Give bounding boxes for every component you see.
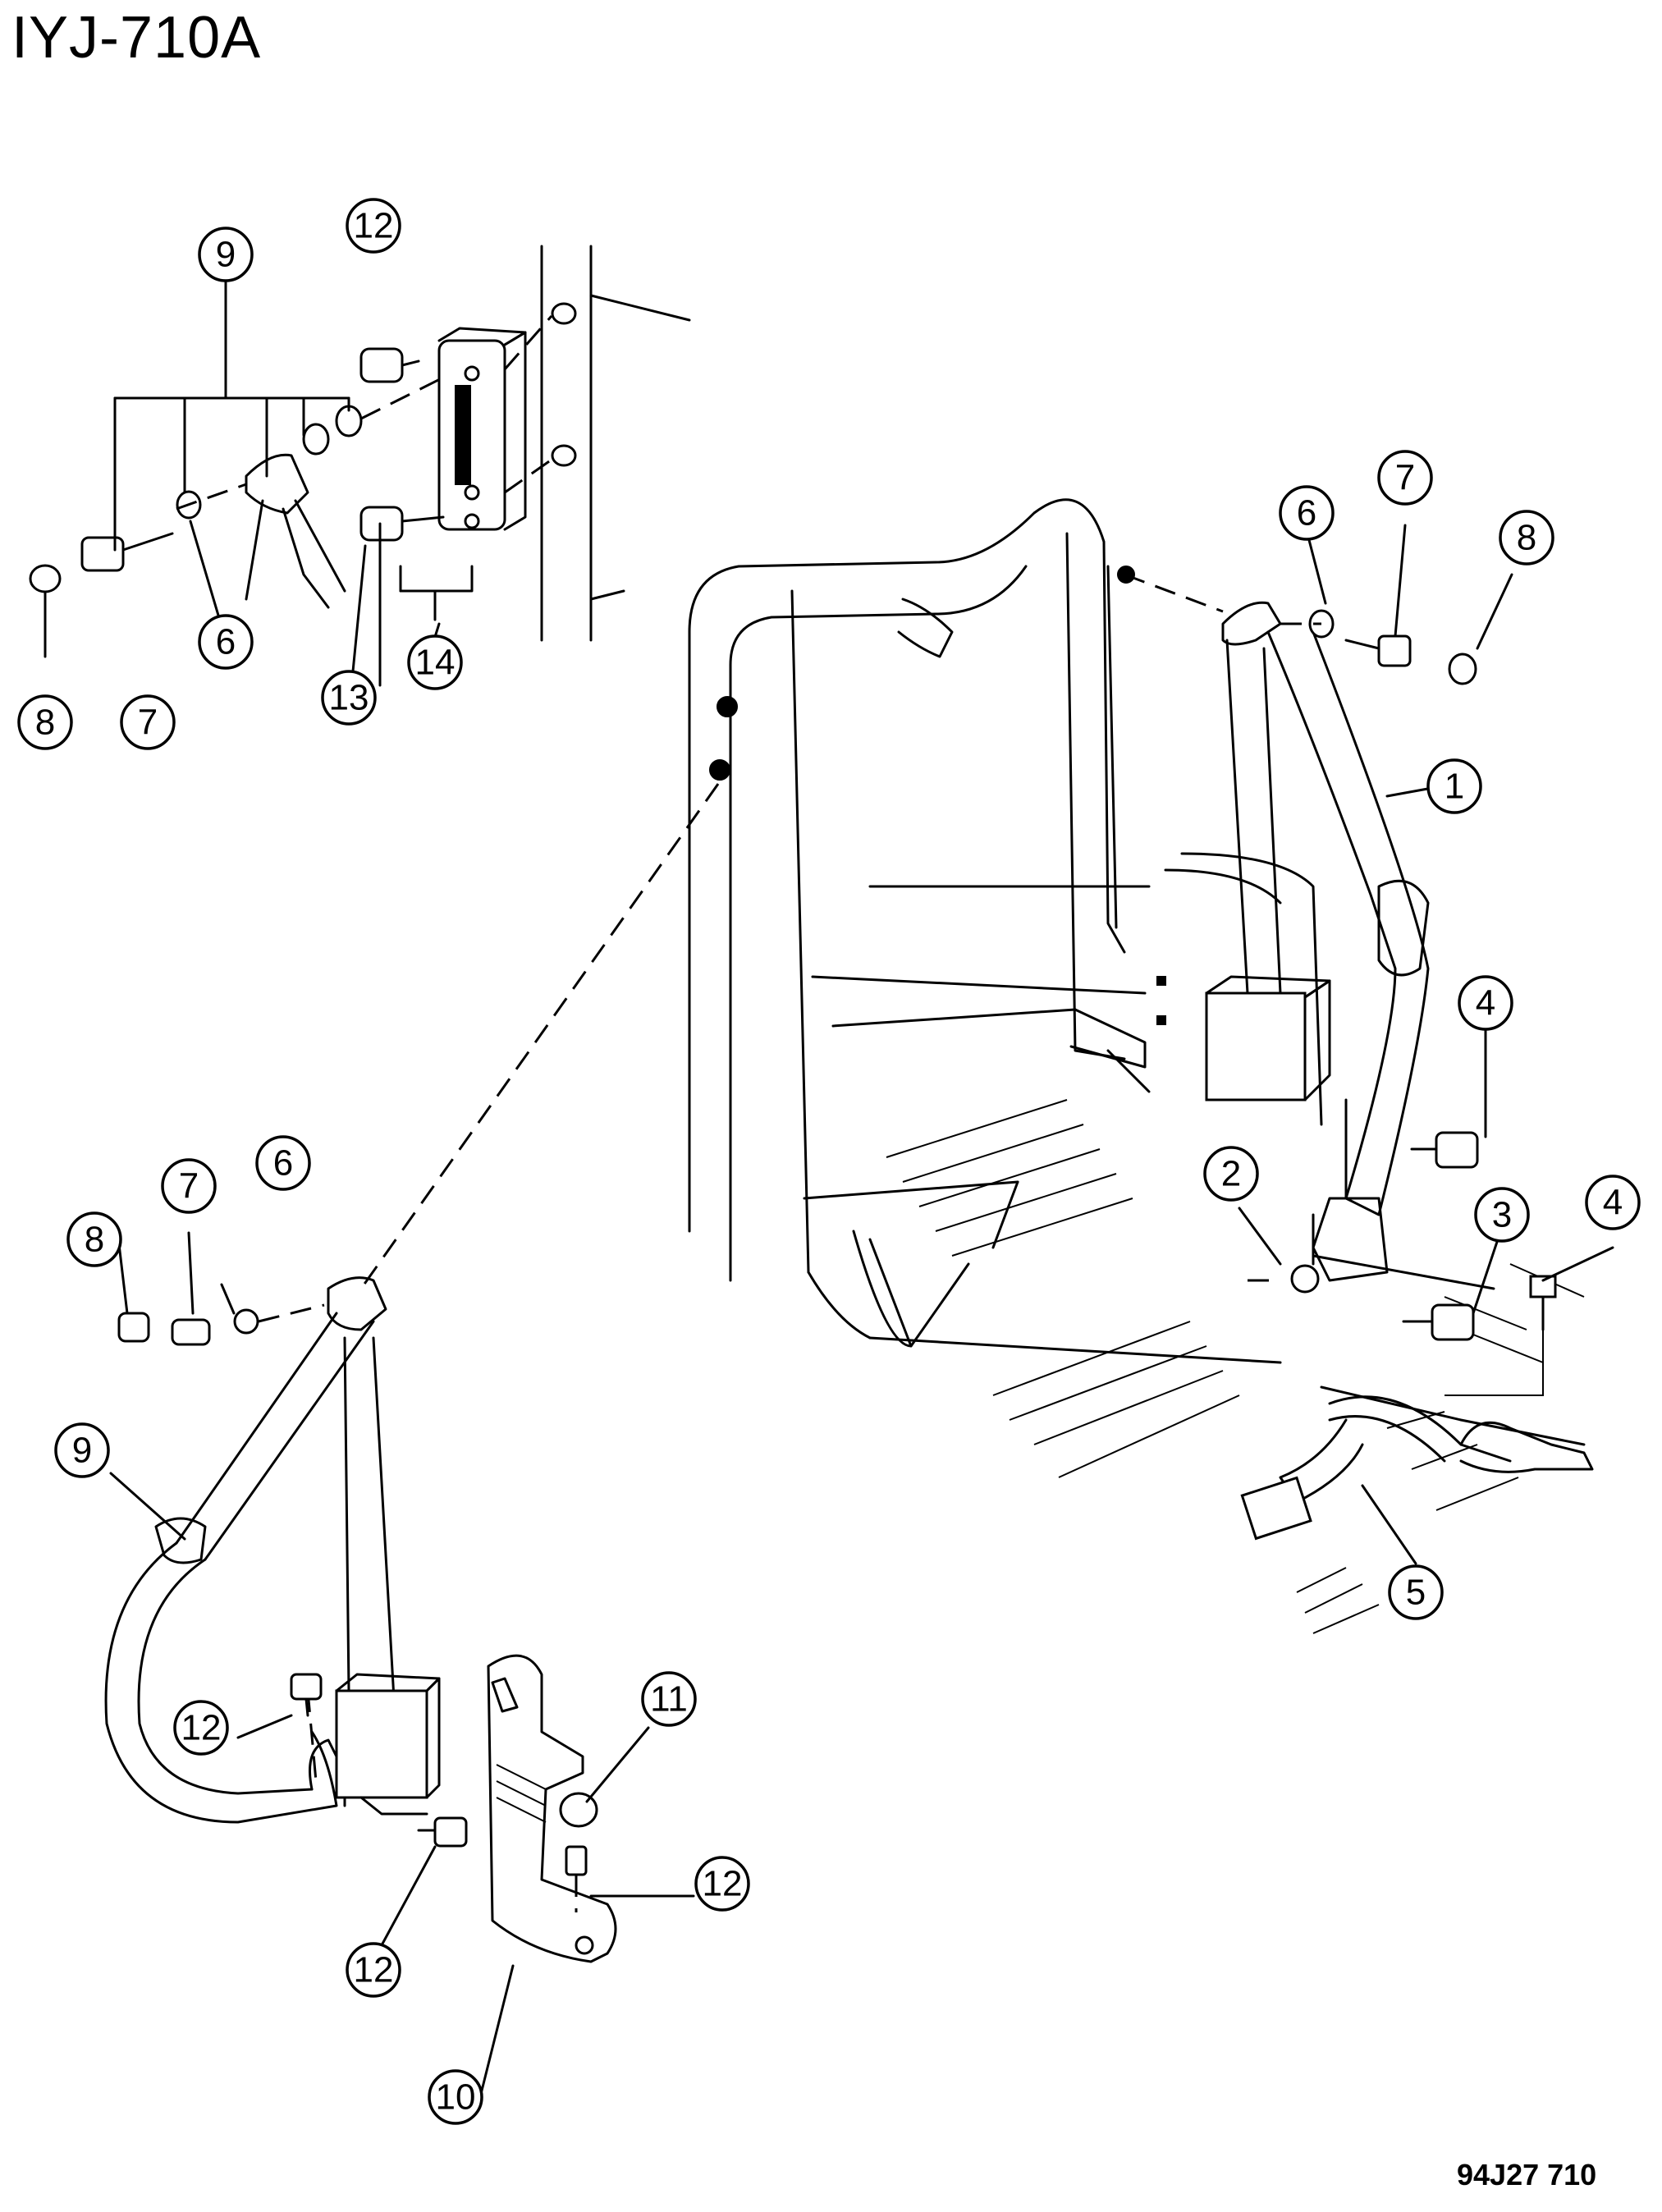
diagram-title: IYJ-710A [11,5,262,71]
svg-text:13: 13 [329,678,369,718]
upper-anchor-detail [29,245,691,687]
svg-text:9: 9 [216,235,236,275]
callout-3: 3 [1474,1187,1530,1243]
svg-text:3: 3 [1492,1195,1512,1235]
svg-text:11: 11 [650,1679,688,1720]
callout-1: 1 [1426,758,1482,814]
svg-text:6: 6 [216,622,236,662]
left-seat-belt-assembly [104,783,720,1963]
callout-8c: 8 [66,1211,122,1267]
callout-2: 2 [1203,1146,1259,1202]
callout-9: 9 [198,227,254,282]
svg-text:10: 10 [436,2077,476,2118]
svg-text:7: 7 [1395,458,1415,498]
callout-4: 4 [1458,975,1513,1031]
diagram-code: 94J27 710 [1457,2158,1597,2191]
right-seat-belt-assembly [1124,573,1594,1541]
callout-4b: 4 [1585,1175,1641,1230]
callout-6c: 6 [255,1135,311,1191]
svg-text:7: 7 [179,1166,199,1207]
svg-text:8: 8 [1517,518,1536,558]
callout-7b: 7 [120,694,176,750]
svg-text:4: 4 [1603,1183,1623,1223]
callout-6b: 6 [198,614,254,670]
svg-text:6: 6 [1297,493,1316,534]
callout-8: 8 [1499,510,1554,566]
callout-10: 10 [428,2069,483,2125]
callout-14: 14 [407,634,463,690]
svg-text:9: 9 [72,1431,92,1471]
callout-5: 5 [1388,1564,1444,1620]
callout-8b: 8 [17,694,73,750]
svg-text:14: 14 [415,643,456,683]
roll-bar [688,498,1586,1634]
callout-6: 6 [1279,485,1335,541]
callout-13: 13 [321,670,377,726]
callout-7c: 7 [161,1158,217,1214]
callout-7: 7 [1377,450,1433,506]
svg-text:7: 7 [138,703,158,743]
callout-11: 11 [641,1671,697,1727]
callout-12: 12 [346,198,401,254]
callout-12d: 12 [694,1856,750,1912]
callout-9b: 9 [54,1422,110,1478]
svg-text:4: 4 [1476,983,1495,1024]
svg-text:1: 1 [1445,767,1464,807]
svg-text:5: 5 [1406,1573,1426,1613]
svg-text:8: 8 [85,1220,104,1260]
svg-text:8: 8 [35,703,55,743]
svg-text:12: 12 [354,1950,394,1990]
svg-text:12: 12 [181,1708,222,1748]
callout-12c: 12 [346,1942,401,1998]
callout-12b: 12 [173,1700,229,1756]
svg-text:12: 12 [703,1864,743,1904]
svg-text:6: 6 [273,1143,293,1184]
leader-lines [43,520,1614,2099]
svg-text:12: 12 [354,206,394,246]
svg-text:2: 2 [1221,1154,1241,1194]
